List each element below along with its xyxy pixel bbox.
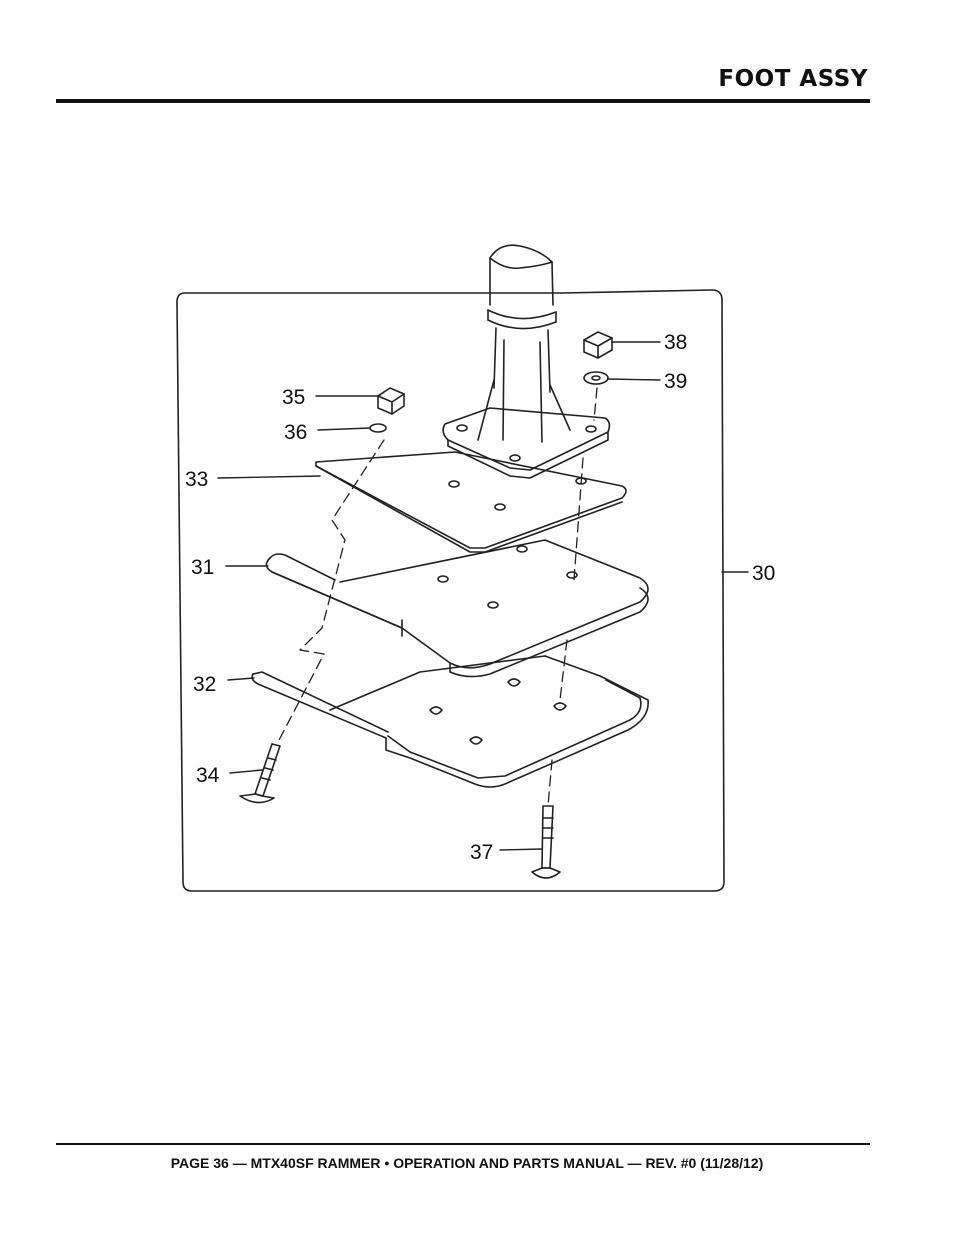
callout-33: 33 — [185, 468, 208, 491]
callout-31: 31 — [191, 556, 214, 579]
bolt-37 — [531, 805, 561, 879]
column-flange — [442, 407, 611, 479]
nut-35 — [377, 387, 405, 415]
callout-39: 39 — [664, 370, 687, 393]
bolt-34 — [239, 743, 281, 804]
page-footer: PAGE 36 — MTX40SF RAMMER • OPERATION AND… — [0, 1155, 954, 1171]
callout-37: 37 — [470, 841, 493, 864]
footer-text: PAGE 36 — MTX40SF RAMMER • OPERATION AND… — [170, 1155, 764, 1171]
nut-38 — [583, 331, 613, 359]
foot-column — [477, 244, 571, 443]
rubber-pad — [315, 451, 627, 553]
washer-36 — [369, 423, 387, 433]
washer-39 — [583, 371, 609, 385]
bottom-shoe — [251, 655, 649, 788]
assembly-dashes — [277, 387, 598, 807]
page-title: FOOT ASSY — [718, 66, 868, 92]
assembly-frame — [176, 289, 725, 892]
footer-divider — [56, 1143, 870, 1145]
callout-38: 38 — [664, 331, 687, 354]
callout-34: 34 — [196, 764, 220, 787]
callout-32: 32 — [193, 673, 216, 696]
base-plate — [265, 539, 649, 678]
callout-35: 35 — [282, 386, 305, 409]
callout-36: 36 — [284, 421, 307, 444]
header-divider — [56, 99, 870, 103]
callout-30: 30 — [752, 562, 775, 585]
leader-lines — [217, 341, 749, 851]
